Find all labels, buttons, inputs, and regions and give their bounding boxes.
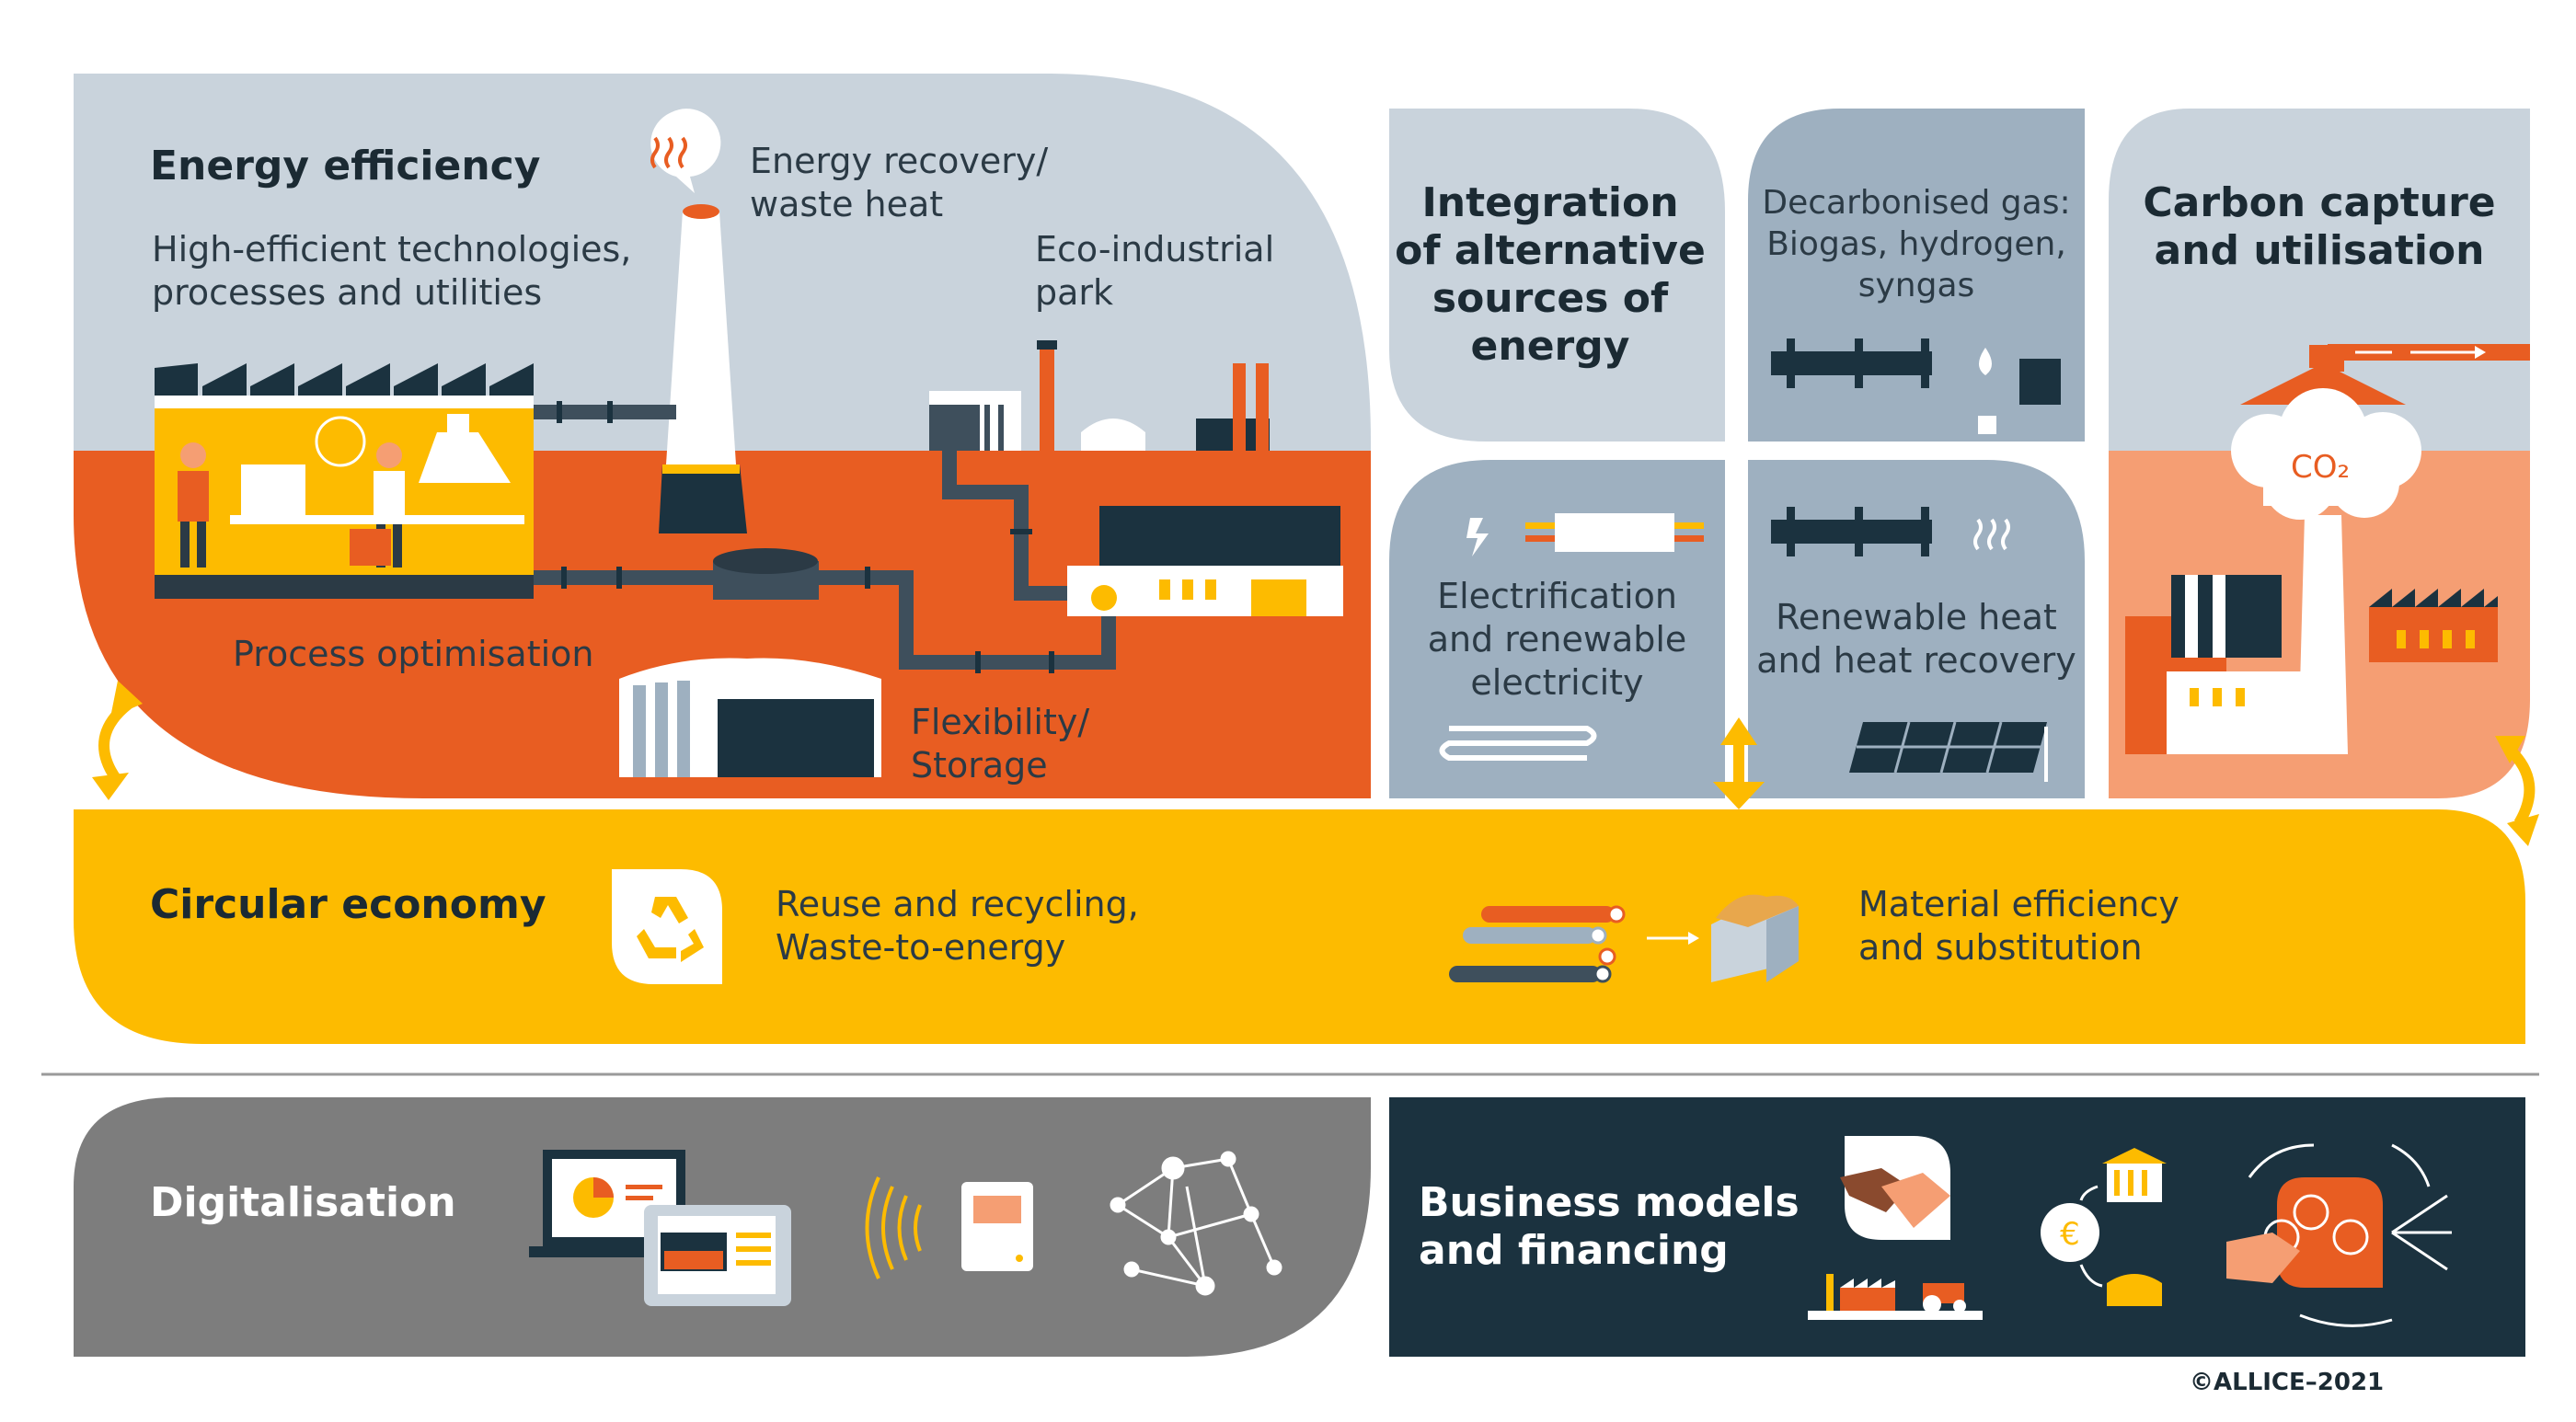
material-efficiency-label: Material efficiency and substitution — [1858, 884, 2179, 968]
circular-economy-band — [74, 809, 2525, 1044]
arrow-head-right-down — [2507, 814, 2539, 846]
digitalisation-panel — [74, 1097, 1371, 1357]
solar-panels-icon — [1849, 721, 2048, 782]
heat-pipe-icon — [1771, 507, 2010, 556]
pipe-joints — [557, 401, 1054, 673]
factory-building-icon — [155, 363, 534, 599]
arrow-head-right-up — [2495, 736, 2525, 763]
carbon-capture-sky — [2109, 109, 2530, 451]
alternative-energy-panel — [1389, 109, 2085, 809]
energy-efficiency-panel — [74, 74, 1371, 798]
heating-coil-icon — [1439, 726, 1597, 761]
circular-economy-title: Circular economy — [150, 881, 546, 928]
gas-pipe-icon — [1771, 338, 2061, 434]
co2-label: CO₂ — [2291, 449, 2351, 486]
eco-industrial-park-label: Eco-industrial park — [1035, 229, 1275, 313]
capture-hood-icon — [2240, 344, 2530, 405]
business-models-background — [1389, 1097, 2525, 1357]
handshake-icon — [1840, 1136, 1950, 1240]
carbon-capture-panel — [2109, 109, 2530, 798]
business-models-panel: € — [1389, 1097, 2525, 1357]
vertical-arrow-icon — [1713, 717, 1765, 809]
industrial-hall-icon — [1067, 506, 1343, 616]
reuse-recycling-label: Reuse and recycling, Waste-to-energy — [776, 884, 1139, 968]
electrification-label: Electrification and renewable electricit… — [1427, 576, 1687, 703]
alt-energy-title-tile — [1389, 109, 1725, 442]
warehouse-storage-icon — [619, 658, 881, 777]
co2-cloud-icon — [2231, 388, 2421, 520]
alternative-energy-title: Integration of alternative sources of en… — [1395, 179, 1706, 370]
waste-heat-bubble-icon — [650, 109, 721, 193]
euro-exchange-icon: € — [2041, 1148, 2167, 1306]
eco-industrial-park-icon — [929, 340, 1270, 451]
factory-tractor-icon — [1808, 1274, 1983, 1320]
laptop-icon — [529, 1150, 699, 1257]
smart-meter-icon — [961, 1182, 1033, 1271]
arrow-head-left-down — [92, 773, 129, 800]
recycle-icon — [612, 869, 722, 984]
circular-economy-background — [74, 809, 2525, 1044]
business-models-title: Business models and financing — [1419, 1179, 1800, 1274]
arrow-head-left-up — [110, 681, 143, 717]
material-box-icon — [1711, 894, 1799, 982]
process-optimisation-label: Process optimisation — [233, 634, 594, 674]
high-efficient-technologies-label: High-efficient technologies, processes a… — [152, 229, 632, 313]
renewable-heat-label: Renewable heat and heat recovery — [1756, 597, 2076, 681]
wireless-signal-icon — [865, 1176, 922, 1279]
energy-efficiency-title: Energy efficiency — [150, 143, 541, 189]
chimney-icon — [659, 204, 747, 533]
digitalisation-title: Digitalisation — [150, 1179, 456, 1226]
renewable-heat-tile — [1748, 460, 2085, 798]
copyright-label: ©ALLICE–2021 — [2190, 1369, 2385, 1396]
tablet-icon — [644, 1205, 791, 1306]
power-plant-icon — [2125, 515, 2498, 754]
electric-cable-icon — [1466, 513, 1704, 556]
curved-arrow-right-icon — [2505, 745, 2536, 827]
network-graph-icon — [1110, 1151, 1282, 1296]
energy-recovery-label: Energy recovery/ waste heat — [750, 141, 1049, 224]
svg-text:€: € — [2060, 1216, 2080, 1253]
carbon-capture-title: Carbon capture and utilisation — [2143, 179, 2496, 274]
decarbonised-gas-label: Decarbonised gas: Biogas, hydrogen, syng… — [1762, 184, 2071, 304]
storage-tank-icon — [713, 548, 819, 600]
investment-cycle-icon — [2226, 1143, 2452, 1327]
flexibility-storage-label: Flexibility/ Storage — [911, 702, 1090, 786]
material-rolls-icon — [1449, 905, 1699, 983]
